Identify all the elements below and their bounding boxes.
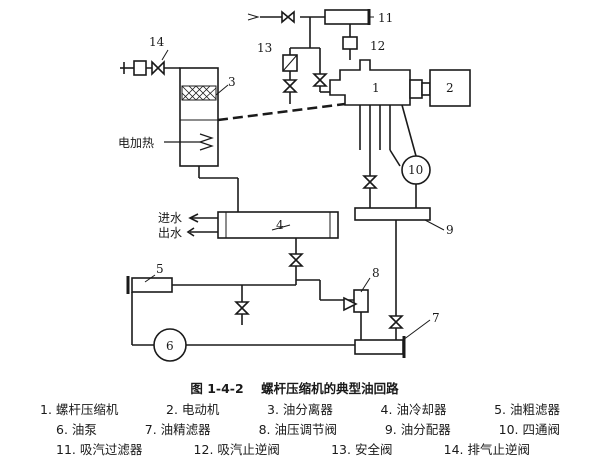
legend-item: 9. 油分配器 [384, 422, 451, 437]
legend-item: 8. 油压调节阀 [258, 422, 337, 437]
label-5: 5 [156, 262, 164, 276]
component-legend: 1. 螺杆压缩机 2. 电动机 3. 油分离器 4. 油冷却器 5. 油粗滤器 … [40, 400, 560, 460]
electric-motor [429, 69, 471, 107]
label-4: 4 [276, 218, 284, 232]
label-2: 2 [446, 81, 454, 95]
label-6: 6 [166, 339, 174, 353]
label-water-out: 出水 [158, 226, 182, 240]
legend-item: 12. 吸汽止逆阀 [193, 442, 280, 457]
oil-circuit-diagram: 1 2 3 4 5 6 7 8 9 10 11 12 13 14 电加热 进水 … [118, 9, 471, 362]
oil-fine-filter [354, 339, 404, 355]
label-water-in: 进水 [158, 211, 182, 225]
coupling [409, 79, 423, 99]
legend-item: 11. 吸汽过滤器 [56, 442, 143, 457]
figure-caption: 图 1-4-2 螺杆压缩机的典型油回路 [0, 378, 589, 397]
legend-item: 10. 四通阀 [498, 422, 560, 437]
label-heater: 电加热 [118, 136, 154, 150]
oil-separator [179, 67, 219, 167]
label-9: 9 [446, 223, 454, 237]
legend-item: 4. 油冷却器 [380, 402, 447, 417]
discharge-valve-symbol [151, 60, 165, 76]
legend-item: 6. 油泵 [56, 422, 97, 437]
oil-distributor [354, 207, 431, 221]
legend-row: 1. 螺杆压缩机 2. 电动机 3. 油分离器 4. 油冷却器 5. 油粗滤器 [40, 400, 560, 420]
label-7: 7 [432, 311, 440, 325]
screw-compressor [329, 59, 411, 106]
oil-strainer [131, 277, 173, 293]
label-14: 14 [149, 35, 165, 49]
label-8: 8 [372, 266, 380, 280]
legend-row: 6. 油泵 7. 油精滤器 8. 油压调节阀 9. 油分配器 10. 四通阀 [40, 420, 560, 440]
legend-item: 3. 油分离器 [267, 402, 333, 417]
label-11: 11 [378, 11, 393, 25]
label-10: 10 [408, 163, 423, 177]
oil-pressure-regulating-valve [353, 289, 369, 313]
legend-item: 13. 安全阀 [331, 442, 393, 457]
label-3: 3 [228, 75, 236, 89]
suction-check-valve [342, 36, 358, 50]
legend-item: 7. 油精滤器 [144, 422, 211, 437]
figure-number: 图 1-4-2 [190, 381, 244, 396]
oil-separator-mesh-hatch [181, 85, 217, 101]
legend-item: 5. 油粗滤器 [494, 402, 560, 417]
legend-item: 14. 排气止逆阀 [443, 442, 530, 457]
discharge-check-valve [133, 60, 147, 76]
discharge-line [217, 102, 346, 122]
legend-item: 2. 电动机 [166, 402, 220, 417]
label-13: 13 [257, 41, 272, 55]
oil-cooler [217, 211, 339, 239]
figure-title: 螺杆压缩机的典型油回路 [261, 381, 399, 396]
legend-row: 11. 吸汽过滤器 12. 吸汽止逆阀 13. 安全阀 14. 排气止逆阀 [40, 440, 560, 460]
legend-item: 1. 螺杆压缩机 [40, 402, 119, 417]
label-12: 12 [370, 39, 385, 53]
suction-filter [324, 9, 370, 25]
label-1: 1 [372, 81, 380, 95]
